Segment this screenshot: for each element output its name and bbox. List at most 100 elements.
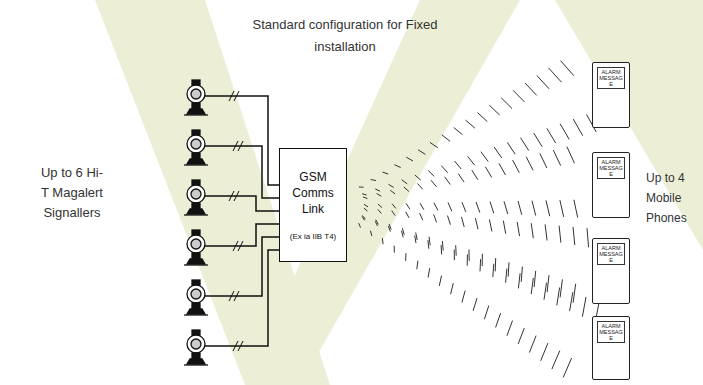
wave-stroke xyxy=(364,208,368,211)
wave-stroke xyxy=(455,245,457,255)
signaller-icon xyxy=(184,180,208,215)
wave-stroke xyxy=(359,223,361,227)
wave-stroke xyxy=(406,203,410,209)
wave-stroke xyxy=(546,200,550,216)
wave-stroke xyxy=(429,237,430,246)
break-mark xyxy=(229,191,234,201)
wave-stroke xyxy=(402,180,408,184)
wave-stroke xyxy=(362,194,367,195)
wave-stroke xyxy=(475,218,478,229)
wave-stroke xyxy=(455,161,462,169)
wave-stroke xyxy=(525,83,537,96)
break-mark xyxy=(238,141,243,151)
wave-stroke xyxy=(454,250,455,261)
mobile-phone: ALARM MESSAGE xyxy=(592,238,630,304)
wave-stroke xyxy=(428,268,430,277)
wave-stroke xyxy=(478,113,488,122)
wave-stroke xyxy=(489,105,499,115)
wave-stroke xyxy=(476,202,480,213)
wave-stroke xyxy=(518,273,520,288)
signal-wire xyxy=(205,96,279,185)
wave-stroke xyxy=(518,328,524,344)
wave-stroke xyxy=(560,279,562,297)
signaller-icon xyxy=(184,80,208,115)
wave-stroke xyxy=(445,177,451,185)
wave-stroke xyxy=(420,203,424,210)
wave-stroke xyxy=(415,235,416,243)
wave-stroke xyxy=(371,231,372,236)
screen-text: ALARM MESSAGE xyxy=(597,243,625,265)
signaller-icon xyxy=(184,330,208,365)
wave-stroke xyxy=(363,197,368,199)
wave-stroke xyxy=(517,222,519,236)
wave-stroke xyxy=(574,200,578,218)
diagram-title: Standard configuration for Fixed install… xyxy=(250,14,440,58)
wave-stroke xyxy=(392,204,396,209)
wave-stroke xyxy=(495,258,497,271)
mobile-phone: ALARM MESSAGE xyxy=(592,316,630,380)
wave-stroke xyxy=(420,213,423,220)
break-mark xyxy=(233,141,238,151)
wave-stroke xyxy=(439,276,441,286)
wave-stroke xyxy=(552,351,560,370)
wave-stroke xyxy=(513,90,524,102)
box-title: GSM Comms Link xyxy=(287,169,339,217)
signaller-icon xyxy=(184,130,208,165)
wave-stroke xyxy=(415,175,421,180)
break-mark xyxy=(233,341,238,351)
wave-stroke xyxy=(451,283,454,294)
wave-stroke xyxy=(557,288,560,306)
wave-stroke xyxy=(485,167,491,178)
wave-stroke xyxy=(545,224,547,240)
break-mark xyxy=(229,291,234,301)
wave-stroke xyxy=(472,170,478,180)
wave-stroke xyxy=(582,297,586,317)
signaller-icon xyxy=(184,280,208,315)
wave-stroke xyxy=(359,187,364,188)
break-mark xyxy=(229,91,234,101)
wave-stroke xyxy=(532,201,536,216)
signal-wire xyxy=(205,146,279,198)
signal-wire xyxy=(205,196,279,211)
break-mark xyxy=(234,191,239,201)
mobile-phone: ALARM MESSAGE xyxy=(592,62,630,128)
signaller-wires xyxy=(205,91,279,351)
wave-stroke xyxy=(481,152,488,162)
wave-stroke xyxy=(375,189,380,191)
wave-stroke xyxy=(553,150,560,166)
wave-stroke xyxy=(371,180,376,181)
wave-stroke xyxy=(549,68,562,82)
wave-stroke xyxy=(442,135,450,141)
wave-stroke xyxy=(526,157,533,171)
wave-stroke xyxy=(362,217,365,221)
signaller-count-label: Up to 6 Hi-T Magalert Signallers xyxy=(40,163,104,223)
wave-stroke xyxy=(390,190,395,194)
wave-stroke xyxy=(441,166,447,173)
rating-text: (Ex ia IIB T4) xyxy=(290,231,337,242)
wave-stroke xyxy=(547,275,549,292)
wave-stroke xyxy=(587,228,589,247)
break-mark xyxy=(234,291,239,301)
wave-stroke xyxy=(541,343,548,361)
wave-stroke xyxy=(544,283,547,300)
wave-stroke xyxy=(534,133,543,147)
mobile-phone: ALARM MESSAGE xyxy=(592,152,630,218)
wave-stroke xyxy=(529,336,536,353)
wave-stroke xyxy=(563,358,571,377)
wave-stroke xyxy=(560,124,569,140)
wave-stroke xyxy=(567,147,575,164)
wave-stroke xyxy=(434,214,437,222)
signaller-icons xyxy=(184,80,208,365)
wave-stroke xyxy=(388,226,390,232)
wave-stroke xyxy=(540,153,547,168)
wave-stroke xyxy=(458,174,464,183)
wave-stroke xyxy=(521,267,522,282)
wave-stroke xyxy=(503,221,505,234)
screen-text: ALARM MESSAGE xyxy=(597,67,625,89)
wave-stroke xyxy=(547,128,556,143)
wave-stroke xyxy=(417,184,422,190)
wave-stroke xyxy=(375,221,377,226)
wave-stroke xyxy=(378,209,382,213)
wave-stroke xyxy=(428,170,434,176)
